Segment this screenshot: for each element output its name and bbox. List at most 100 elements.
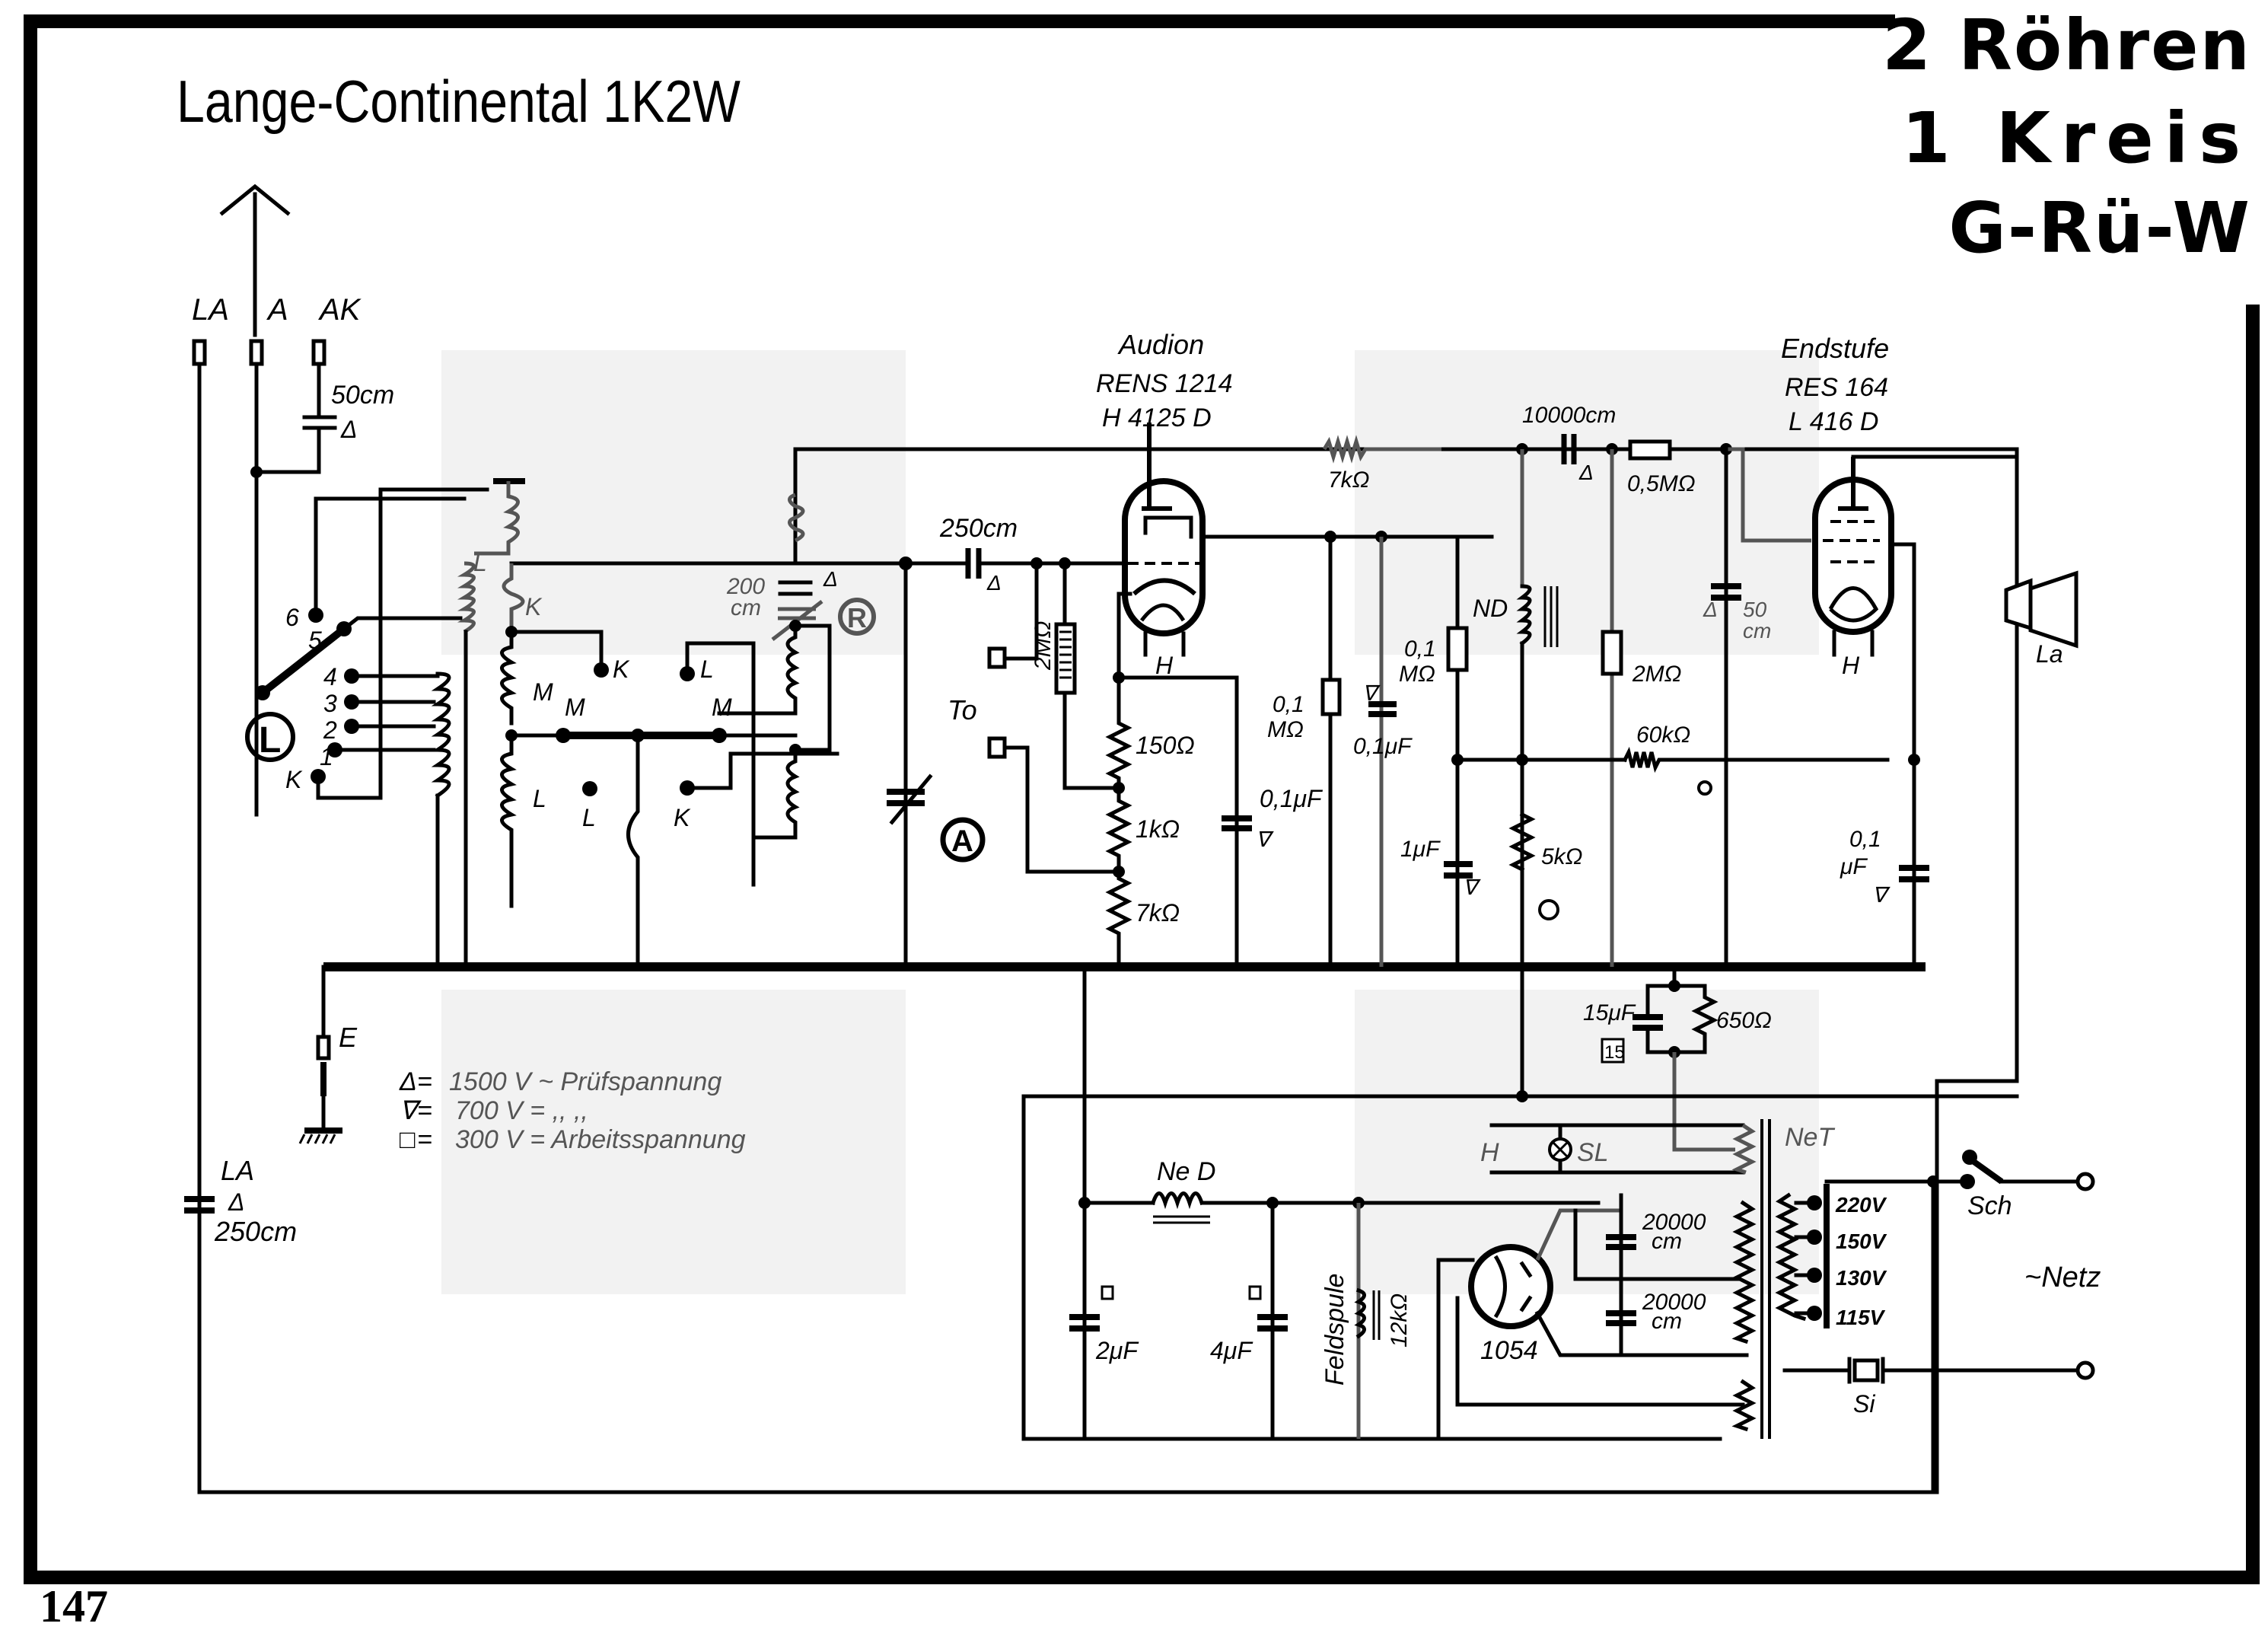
pos-k: K [285, 766, 303, 793]
r7k-low-value: 7kΩ [1136, 899, 1180, 927]
terminal-e-label: E [339, 1022, 358, 1053]
grid-resistor-value: 2MΩ [1030, 621, 1056, 671]
l-terminal-label: L [700, 655, 714, 683]
tap-130v: 130V [1836, 1266, 1887, 1290]
tap-115v: 115V [1836, 1306, 1886, 1329]
antenna-coil-icon [431, 671, 451, 965]
rectifier-tube-icon [1468, 1244, 1553, 1329]
nd-choke-icon [1516, 584, 1559, 647]
endstufe-tube-type: RES 164 [1785, 373, 1888, 402]
tuning-knob-icon[interactable] [940, 817, 986, 863]
fuse-label: Si [1853, 1390, 1875, 1418]
reaction-knob-icon[interactable] [838, 598, 876, 636]
terminal-ak-label: AK [318, 293, 362, 327]
terminal-la[interactable] [192, 339, 207, 366]
c20000b-value-2: cm [1652, 1309, 1682, 1334]
mains-label: ~Netz [2024, 1261, 2101, 1293]
c50-value-1: 50 [1743, 598, 1767, 621]
c20000a-value-1: 20000 [1642, 1210, 1706, 1235]
c10000-value: 10000cm [1522, 403, 1616, 428]
r7k-top-icon [1322, 435, 1441, 464]
c01c-mark: ∇ [1872, 883, 1891, 907]
wave-switch[interactable]: L [245, 626, 347, 762]
r650-value: 650Ω [1716, 1008, 1772, 1033]
coupling-coil-icon [474, 478, 525, 556]
pickup-socket-1[interactable] [987, 646, 1007, 669]
pickup-label: To [948, 694, 977, 726]
terminal-a[interactable] [249, 339, 264, 366]
voltage-taps[interactable] [1794, 1195, 1822, 1321]
antenna-cap-mark: Δ [340, 416, 357, 443]
terminal-la-label: LA [192, 293, 229, 327]
r01b-value-1: 0,1 [1404, 636, 1436, 662]
pilot-lamp-label: SL [1577, 1138, 1609, 1167]
legend-2: 700 V = ,, ,, [455, 1096, 588, 1125]
c50-mark: Δ [1703, 598, 1718, 621]
mains-terminal-top[interactable] [2075, 1172, 2095, 1191]
c20000a-value-2: cm [1652, 1229, 1682, 1254]
audion-tube-type: RENS 1214 [1096, 369, 1233, 398]
page-title: Lange-Continental 1K2W [177, 68, 741, 135]
audion-tube-equiv: H 4125 D [1102, 403, 1212, 432]
coupling-10000-icon [1561, 434, 1577, 464]
speaker-icon[interactable] [2004, 570, 2078, 649]
ground-icon [298, 1127, 342, 1144]
m-right-label: M [712, 694, 732, 721]
pos-1: 1 [320, 743, 333, 770]
pos-5: 5 [308, 627, 322, 654]
cap-20000-b-icon [1606, 1310, 1636, 1326]
ned-choke-icon [1150, 1191, 1210, 1224]
plus-terminal-icon [1538, 899, 1559, 920]
r150-value: 150Ω [1136, 732, 1195, 759]
coil-k-label: K [525, 593, 543, 620]
choke-icon [788, 493, 805, 543]
coil-m-label: M [533, 678, 553, 706]
c01a-mark: ∇ [1256, 828, 1274, 851]
mains-terminal-bottom[interactable] [2075, 1360, 2095, 1380]
terminal-a-label: A [266, 293, 288, 327]
fuse-icon [1847, 1357, 1885, 1384]
badge-tubes: 2 Röhren [1882, 5, 2251, 86]
c01b-value: 0,1μF [1353, 734, 1413, 759]
r01b-value-2: MΩ [1399, 662, 1435, 687]
r650-icon [1691, 984, 1719, 1054]
tank-coil-icon [717, 624, 832, 840]
c15-box [1601, 1038, 1625, 1064]
reaction-symbol: R [847, 602, 867, 633]
coil-l-label: L [473, 549, 487, 576]
c1u-value: 1μF [1400, 837, 1441, 862]
cap-4uf-rating-icon [1248, 1285, 1262, 1300]
svg-text:□: □ [400, 1125, 416, 1154]
audion-tube-icon [1122, 423, 1206, 657]
pickup-socket-2[interactable] [987, 736, 1007, 759]
pos-6: 6 [285, 604, 299, 631]
mains-switch[interactable] [1960, 1150, 2004, 1189]
page-frame [24, 14, 2260, 1584]
antenna-cap-value: 50cm [331, 381, 394, 410]
c4u-value: 4μF [1210, 1337, 1253, 1364]
reaction-value-2: cm [731, 595, 761, 620]
endstufe-tube-icon [1812, 457, 1894, 657]
legend-3: 300 V = Arbeitsspannung [455, 1125, 746, 1154]
badge-type: G-Rü-W [1948, 187, 2251, 269]
r7k-top-value: 7kΩ [1328, 467, 1370, 493]
r5k-icon [1508, 812, 1536, 872]
grid-resistor-icon [1054, 622, 1077, 695]
grid-capacitor-icon [965, 548, 982, 579]
page-number: 147 [40, 1581, 108, 1631]
cathode-resistor-chain-icon [1105, 675, 1132, 966]
terminal-ak[interactable] [311, 339, 327, 366]
pos-3: 3 [323, 690, 337, 717]
r12k-value: 12kΩ [1387, 1293, 1412, 1348]
terminal-e[interactable] [316, 1035, 331, 1060]
c01c-value-2: μF [1840, 854, 1868, 879]
reaction-mark: Δ [823, 567, 838, 591]
la-cap-mark: Δ [228, 1188, 244, 1216]
r05-value: 0,5MΩ [1627, 471, 1696, 496]
endstufe-tube-equiv: L 416 D [1789, 407, 1878, 436]
cap-50cm-icon [1711, 583, 1741, 601]
capacitor-icon [302, 415, 337, 430]
audion-label: Audion [1117, 329, 1204, 360]
reaction-value-1: 200 [726, 574, 765, 599]
